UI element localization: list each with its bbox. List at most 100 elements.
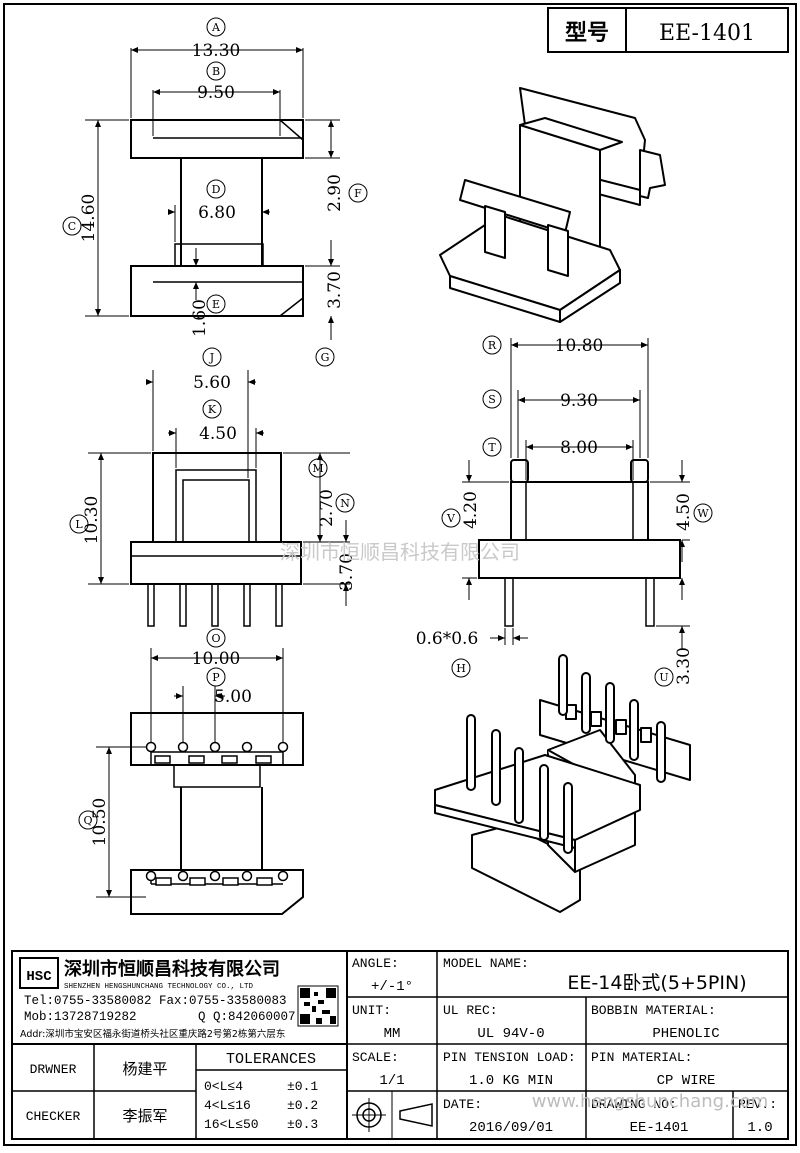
dim-B: B 9.50 (197, 61, 235, 103)
dim-N-value: 3.70 (337, 553, 357, 591)
rev-value: 1.0 (747, 1120, 772, 1136)
header-block: 型号 EE-1401 (547, 7, 789, 53)
view-3d-top (439, 87, 666, 323)
drawing-no-value: EE-1401 (630, 1120, 689, 1136)
dim-D: D 6.80 (198, 179, 236, 223)
view-3d-bottom (434, 654, 691, 913)
dim-G: G 3.70 (315, 271, 345, 367)
tol-range-2: 16<L≤50 (204, 1117, 259, 1132)
dim-Q-letter: Q (83, 814, 92, 827)
dim-T-value: 8.00 (560, 438, 598, 458)
dim-E: E 1.60 (190, 294, 226, 337)
qr-code-icon (297, 985, 339, 1027)
dim-F-letter: F (354, 187, 362, 200)
dim-O-value: 10.00 (192, 649, 241, 669)
pin-material-value: CP WIRE (657, 1073, 716, 1089)
watermark-url: www.hengshunchang.com (532, 1091, 769, 1112)
scale-value: 1/1 (379, 1073, 404, 1089)
dim-O-letter: O (211, 632, 220, 645)
bobbin-value: PHENOLIC (652, 1026, 719, 1042)
dim-G-value: 3.70 (325, 271, 345, 309)
dim-U: U 3.30 (654, 647, 694, 687)
dim-V-value: 4.20 (461, 491, 481, 529)
company-logo: HSC (19, 957, 59, 989)
tol-range-0: 0<L≤4 (204, 1079, 243, 1094)
view-right-side-dims (462, 338, 690, 650)
dim-Q: Q 10.50 (78, 798, 110, 847)
checker-label: CHECKER (26, 1109, 81, 1124)
dim-M-letter: M (312, 462, 323, 475)
tol-value-0: ±0.1 (287, 1079, 318, 1094)
drwner-label: DRWNER (30, 1062, 77, 1077)
dim-J-value: 5.60 (193, 373, 231, 393)
dim-L-value: 10.30 (82, 496, 102, 545)
dim-B-value: 9.50 (197, 83, 235, 103)
dim-L: L 10.30 (69, 496, 102, 545)
dim-F-value: 2.90 (325, 174, 345, 212)
dim-E-value: 1.60 (190, 299, 210, 337)
dim-T: T 8.00 (482, 437, 598, 458)
dim-W: W 4.50 (674, 493, 713, 531)
scale-label: SCALE: (352, 1050, 399, 1065)
dim-H-value: 0.6*0.6 (416, 629, 479, 649)
drwner-name: 杨建平 (122, 1060, 167, 1078)
dim-S-value: 9.30 (560, 391, 598, 411)
unit-value: MM (384, 1026, 401, 1042)
dim-A: A 13.30 (192, 17, 240, 61)
dim-D-value: 6.80 (198, 203, 236, 223)
dim-P: P 5.00 (206, 667, 252, 707)
view-front-dims (88, 370, 350, 606)
dim-R: R 10.80 (482, 335, 604, 356)
tol-range-1: 4<L≤16 (204, 1098, 251, 1113)
rev-label: REV.: (738, 1097, 777, 1112)
dim-R-letter: R (488, 339, 497, 352)
dim-K-letter: K (208, 403, 217, 416)
dim-V-letter: V (446, 512, 456, 525)
pin-tension-label: PIN TENSION LOAD: (443, 1050, 576, 1065)
model-name-value: EE-14卧式(5+5PIN) (567, 972, 746, 994)
dim-W-value: 4.50 (674, 493, 694, 531)
header-model: EE-1401 (659, 21, 755, 46)
dim-U-letter: U (659, 671, 668, 684)
angle-label: ANGLE: (352, 956, 399, 971)
view-right-side (478, 459, 681, 627)
dim-J: J 5.60 (193, 347, 231, 393)
dim-K-value: 4.50 (199, 424, 237, 444)
date-value: 2016/09/01 (469, 1120, 553, 1136)
dim-K: K 4.50 (199, 399, 237, 444)
dim-D-letter: D (212, 183, 221, 196)
dim-M: M 2.70 (308, 458, 337, 527)
dim-T-letter: T (488, 441, 496, 454)
dim-U-value: 3.30 (674, 647, 694, 685)
company-tel: Tel:0755-33580082 Fax:0755-33580083 (24, 994, 287, 1008)
dim-P-value: 5.00 (214, 687, 252, 707)
title-block: HSC 深圳市恒顺昌科技有限公司 SHENZHEN HENGSHUNCHANG … (11, 950, 789, 1140)
dim-S: S 9.30 (482, 389, 598, 411)
dim-H-letter: H (456, 662, 466, 675)
dim-O: O 10.00 (192, 628, 241, 669)
angle-value: +/-1° (371, 979, 413, 995)
projection-symbol-icon (352, 1098, 433, 1132)
dim-E-letter: E (212, 298, 220, 311)
dim-A-letter: A (211, 21, 221, 34)
view-bottom-pins (145, 741, 289, 886)
watermark-text: 深圳市恒顺昌科技有限公司 (280, 540, 520, 564)
company-mob: Mob:13728719282 (24, 1010, 137, 1024)
tol-value-1: ±0.2 (287, 1098, 318, 1113)
dimension-labels: A 13.30 B 9.50 C 14.60 D 6.80 E 1.60 F 2… (62, 17, 713, 847)
dim-G-letter: G (321, 351, 330, 364)
dim-S-letter: S (488, 393, 496, 406)
tolerances-label: TOLERANCES (226, 1051, 316, 1068)
company-name-cn: 深圳市恒顺昌科技有限公司 (64, 958, 280, 980)
company-qq: Q Q:842060007 (198, 1010, 296, 1024)
dim-R-value: 10.80 (555, 336, 604, 356)
dim-Q-value: 10.50 (90, 798, 110, 847)
dim-J-letter: J (209, 351, 214, 364)
ul-label: UL REC: (443, 1003, 498, 1018)
ul-value: UL 94V-0 (477, 1026, 544, 1042)
company-addr: Addr:深圳市宝安区福永街道桥头社区重庆路2号第2栋第六层东 (20, 1028, 285, 1040)
dim-L-letter: L (75, 518, 83, 531)
dim-N-letter: N (340, 497, 350, 510)
dim-C-letter: C (68, 220, 76, 233)
